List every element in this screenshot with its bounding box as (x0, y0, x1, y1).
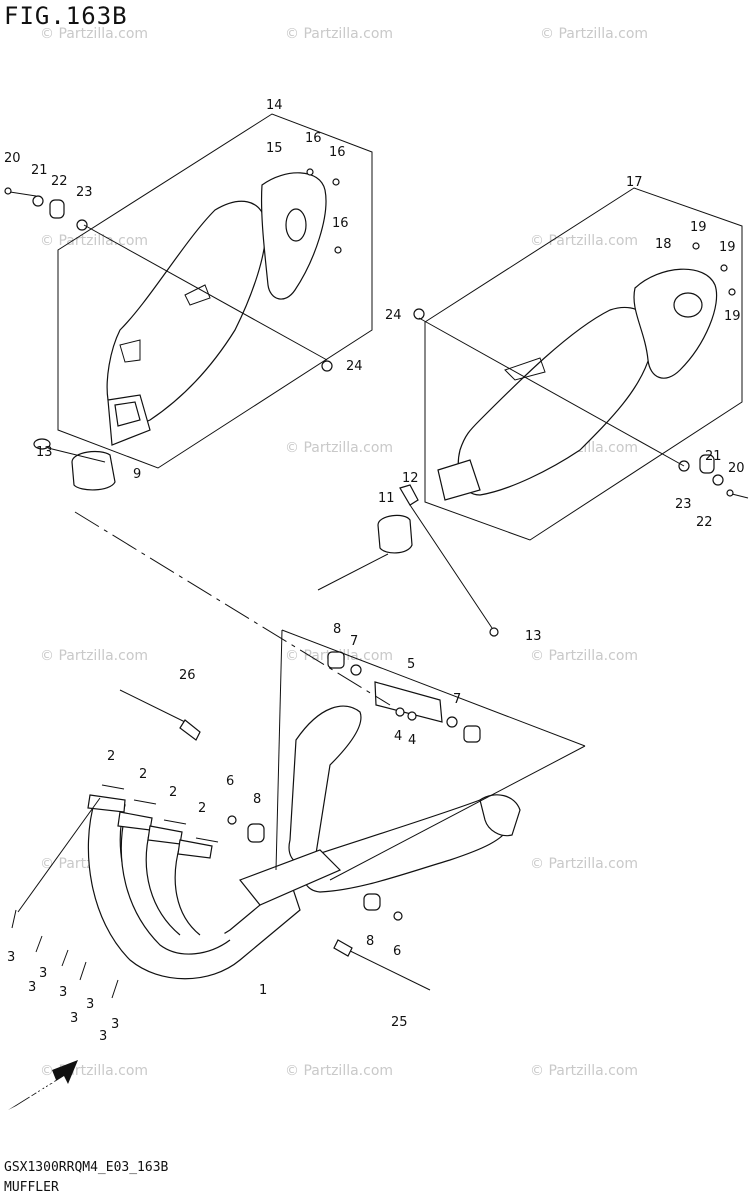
watermark: © Partzilla.com (285, 440, 393, 456)
callout-7: 7 (453, 692, 461, 707)
callout-9: 9 (133, 467, 141, 482)
callout-25: 25 (391, 1015, 408, 1030)
callout-20: 20 (728, 461, 745, 476)
callout-19: 19 (690, 220, 707, 235)
exhaust-header (11, 784, 342, 999)
callout-5: 5 (407, 657, 415, 672)
watermark: © Partzilla.com (40, 233, 148, 249)
callout-13: 13 (36, 445, 53, 460)
left-mount-hardware (4, 187, 88, 231)
callout-17: 17 (626, 175, 643, 190)
watermark: © Partzilla.com (40, 26, 148, 42)
watermark: © Partzilla.com (530, 856, 638, 872)
callout-3: 3 (70, 1011, 78, 1026)
right-gasket-and-bracket (377, 484, 499, 637)
watermark: © Partzilla.com (540, 26, 648, 42)
watermark: © Partzilla.com (285, 26, 393, 42)
callout-3: 3 (28, 980, 36, 995)
callout-labels: 1 2 2 2 2 3 3 3 3 3 3 3 3 4 4 5 6 6 7 7 … (4, 98, 745, 1044)
callout-8: 8 (253, 792, 261, 807)
callout-23: 23 (76, 185, 93, 200)
callout-20: 20 (4, 151, 21, 166)
right-muffler-assembly (413, 187, 749, 541)
callout-2: 2 (169, 785, 177, 800)
callout-12: 12 (402, 471, 419, 486)
callout-3: 3 (7, 950, 15, 965)
callout-19: 19 (719, 240, 736, 255)
callout-14: 14 (266, 98, 283, 113)
fwd-label: FWD (26, 1077, 60, 1106)
callout-7: 7 (350, 634, 358, 649)
callout-19: 19 (724, 309, 741, 324)
callout-8: 8 (366, 934, 374, 949)
figure-title: FIG.163B (4, 2, 128, 30)
callout-23: 23 (675, 497, 692, 512)
leader-lines (74, 224, 685, 881)
diagram-name: MUFFLER (4, 1180, 59, 1195)
callout-21: 21 (705, 449, 722, 464)
callout-3: 3 (86, 997, 94, 1012)
watermark: © Partzilla.com (40, 648, 148, 664)
callout-4: 4 (394, 729, 402, 744)
callout-13: 13 (525, 629, 542, 644)
callout-24: 24 (385, 308, 402, 323)
callout-6: 6 (226, 774, 234, 789)
callout-2: 2 (139, 767, 147, 782)
callout-15: 15 (266, 141, 283, 156)
callout-2: 2 (198, 801, 206, 816)
callout-16: 16 (305, 131, 322, 146)
watermark: © Partzilla.com (530, 233, 638, 249)
callout-3: 3 (99, 1029, 107, 1044)
callout-26: 26 (179, 668, 196, 683)
callout-3: 3 (111, 1017, 119, 1032)
watermark: © Partzilla.com (530, 648, 638, 664)
mid-pipe (227, 651, 521, 921)
callout-16: 16 (332, 216, 349, 231)
callout-18: 18 (655, 237, 672, 252)
callout-4: 4 (408, 733, 416, 748)
callout-1: 1 (259, 983, 267, 998)
callout-16: 16 (329, 145, 346, 160)
left-muffler-assembly (4, 113, 373, 469)
watermark: © Partzilla.com (530, 1063, 638, 1079)
diagram-code: GSX1300RRQM4_E03_163B (4, 1160, 169, 1175)
o2-sensors (119, 689, 431, 991)
callout-3: 3 (59, 985, 67, 1000)
callout-6: 6 (393, 944, 401, 959)
callout-22: 22 (51, 174, 68, 189)
callout-8: 8 (333, 622, 341, 637)
callout-11: 11 (378, 491, 395, 506)
callout-21: 21 (31, 163, 48, 178)
callout-3: 3 (39, 966, 47, 981)
callout-2: 2 (107, 749, 115, 764)
callout-22: 22 (696, 515, 713, 530)
callout-24: 24 (346, 359, 363, 374)
left-gasket-and-clamp (33, 438, 116, 491)
watermark: © Partzilla.com (285, 1063, 393, 1079)
